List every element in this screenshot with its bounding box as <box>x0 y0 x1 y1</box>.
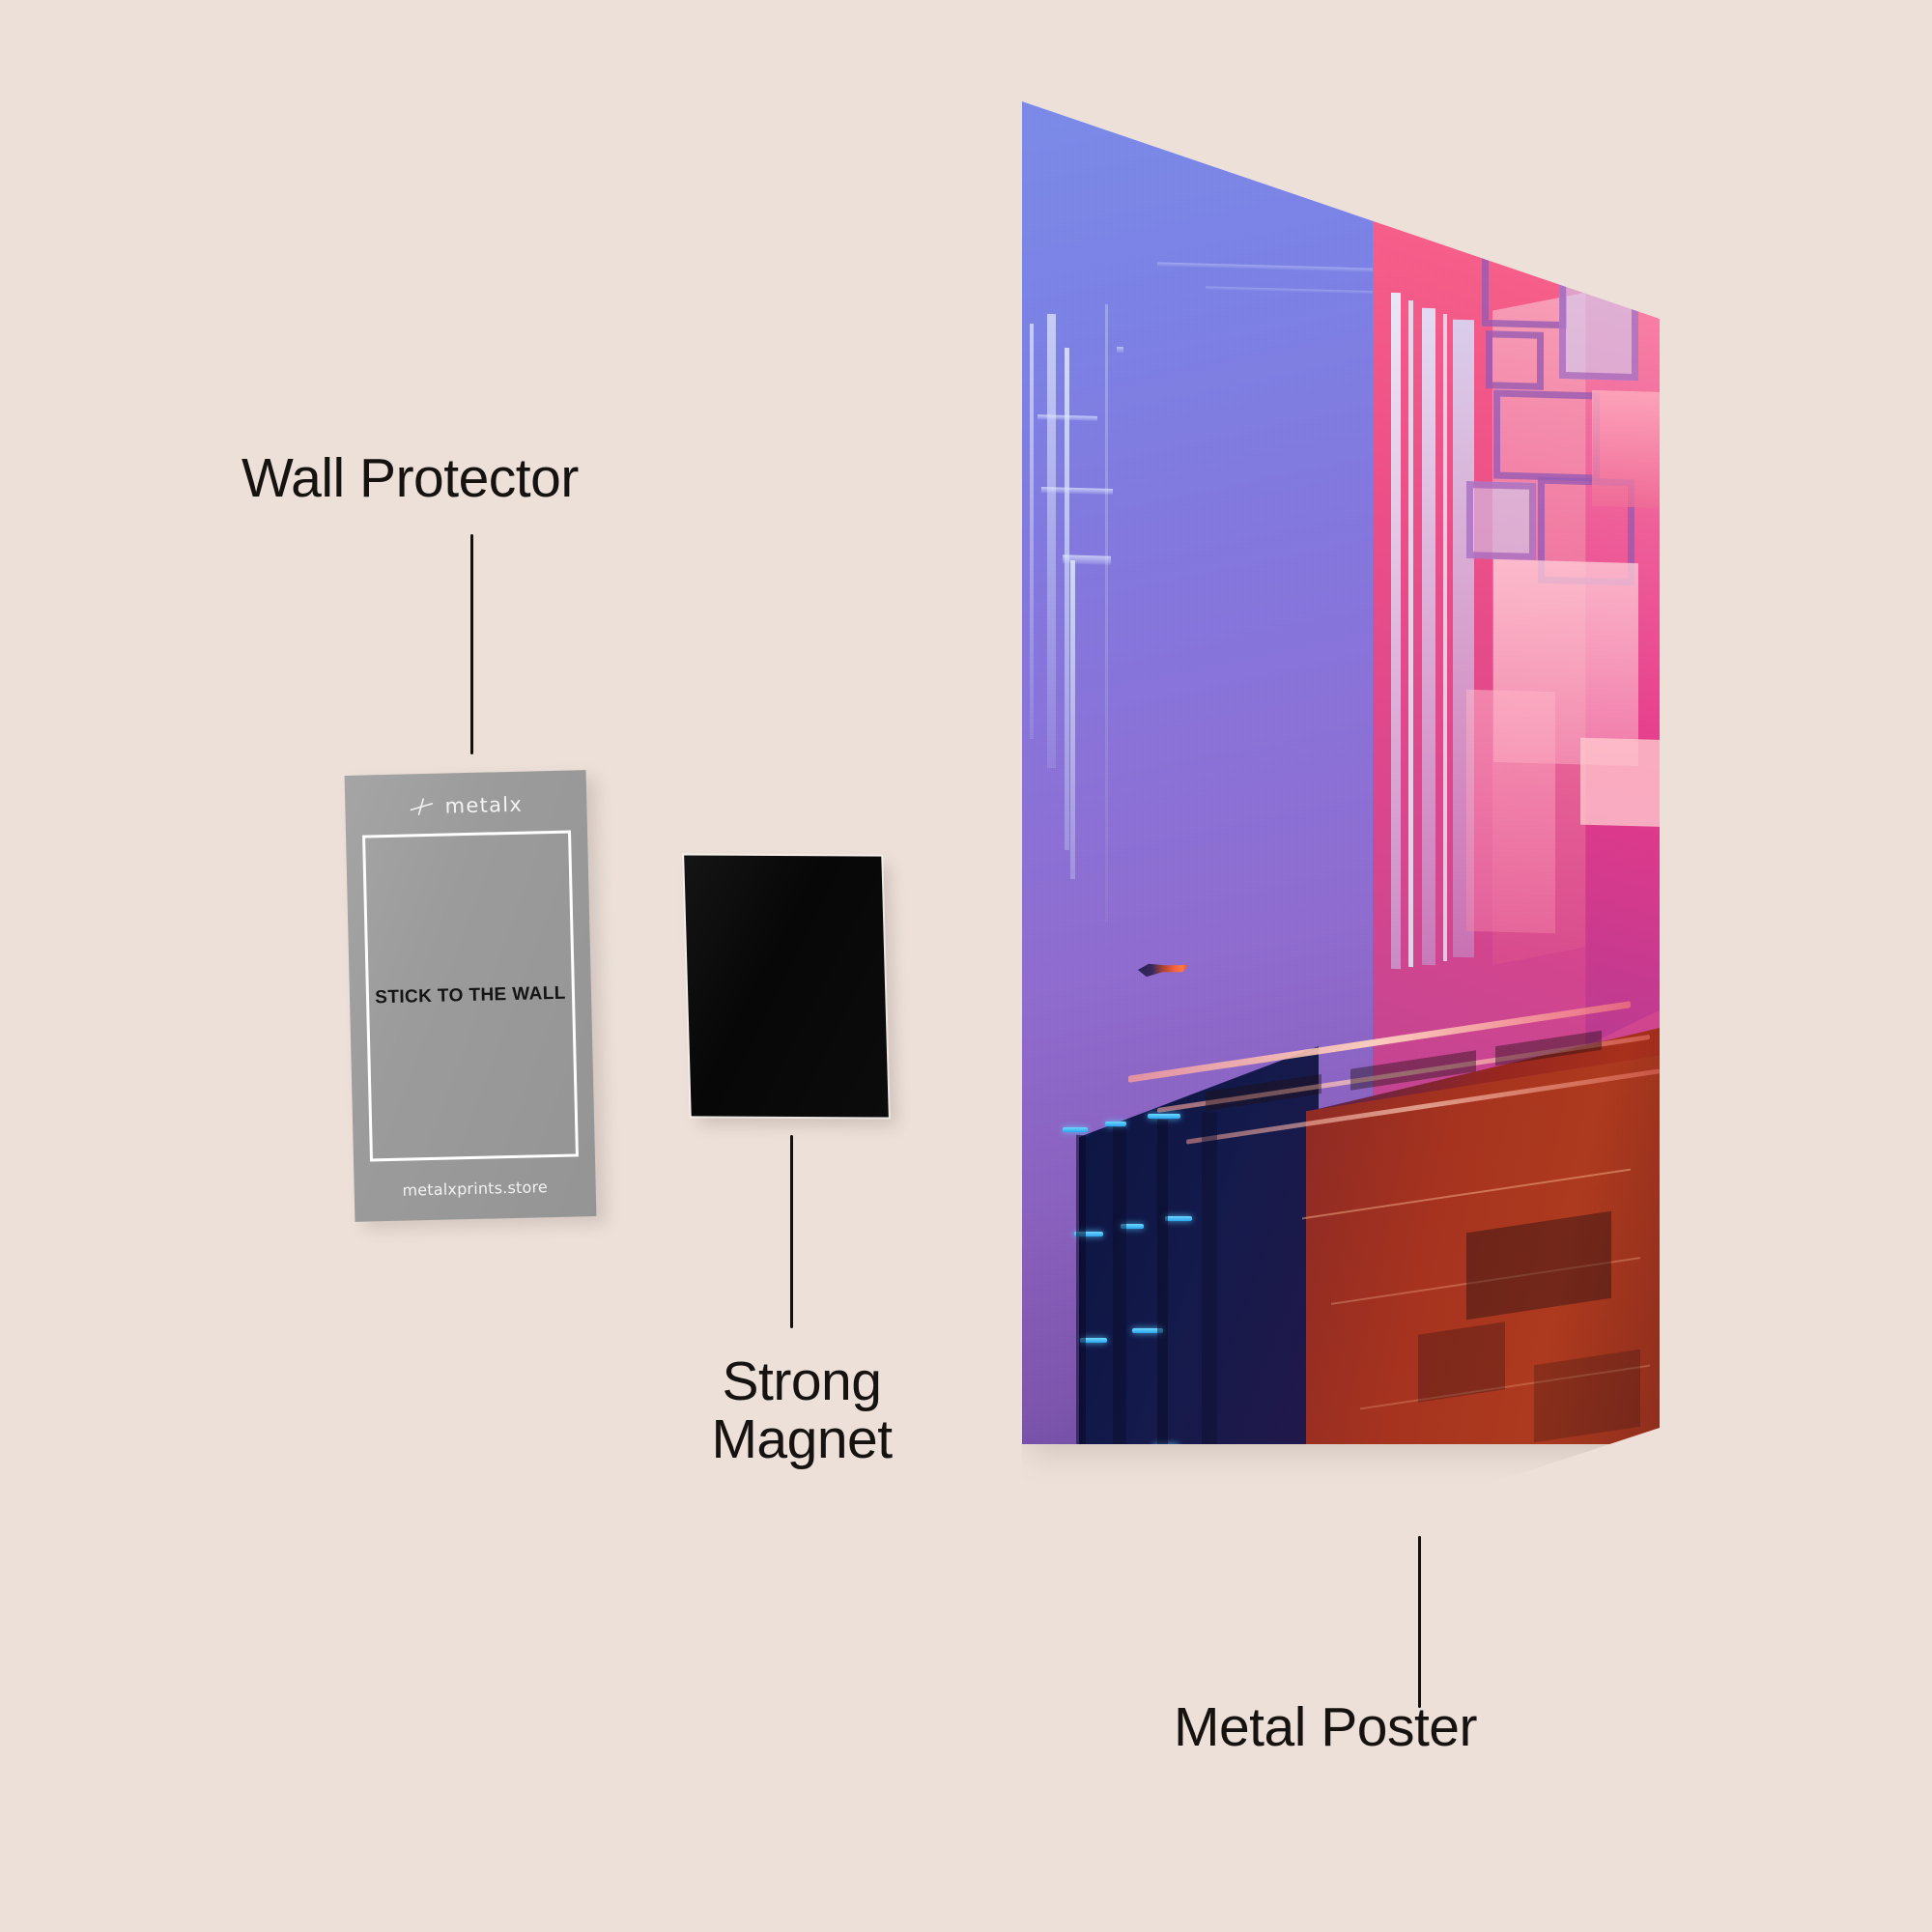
artwork-neon-light <box>1074 1232 1103 1236</box>
metalx-wordmark: metalx <box>444 792 524 818</box>
metal-poster-product[interactable] <box>1022 101 1660 1444</box>
leader-line-strong-magnet <box>790 1135 793 1328</box>
artwork-film-grain <box>1022 101 1660 1444</box>
leader-line-wall-protector <box>470 534 473 754</box>
wall-protector-card[interactable]: metalx STICK TO THE WALL metalxprints.st… <box>344 770 597 1222</box>
artwork-neon-light <box>1132 1328 1163 1333</box>
artwork-neon-light <box>1105 1122 1126 1126</box>
strong-magnet-square[interactable] <box>684 855 889 1118</box>
card-store-url: metalxprints.store <box>402 1178 549 1200</box>
leader-line-metal-poster <box>1418 1536 1421 1708</box>
callout-label-wall-protector: Wall Protector <box>242 447 579 509</box>
metalx-logo: metalx <box>345 791 586 820</box>
callout-label-strong-magnet: Strong Magnet <box>711 1350 893 1471</box>
artwork-neon-light <box>1063 1127 1088 1132</box>
metalx-cross-mark-icon <box>409 797 436 817</box>
callout-label-metal-poster: Metal Poster <box>1174 1696 1477 1758</box>
artwork-neon-light <box>1121 1224 1144 1229</box>
artwork-neon-light <box>1148 1114 1180 1119</box>
artwork-neon-light <box>1080 1338 1107 1343</box>
poster-artwork <box>1022 101 1660 1444</box>
magnet-gloss <box>684 855 889 1118</box>
artwork-neon-light <box>1165 1216 1192 1221</box>
